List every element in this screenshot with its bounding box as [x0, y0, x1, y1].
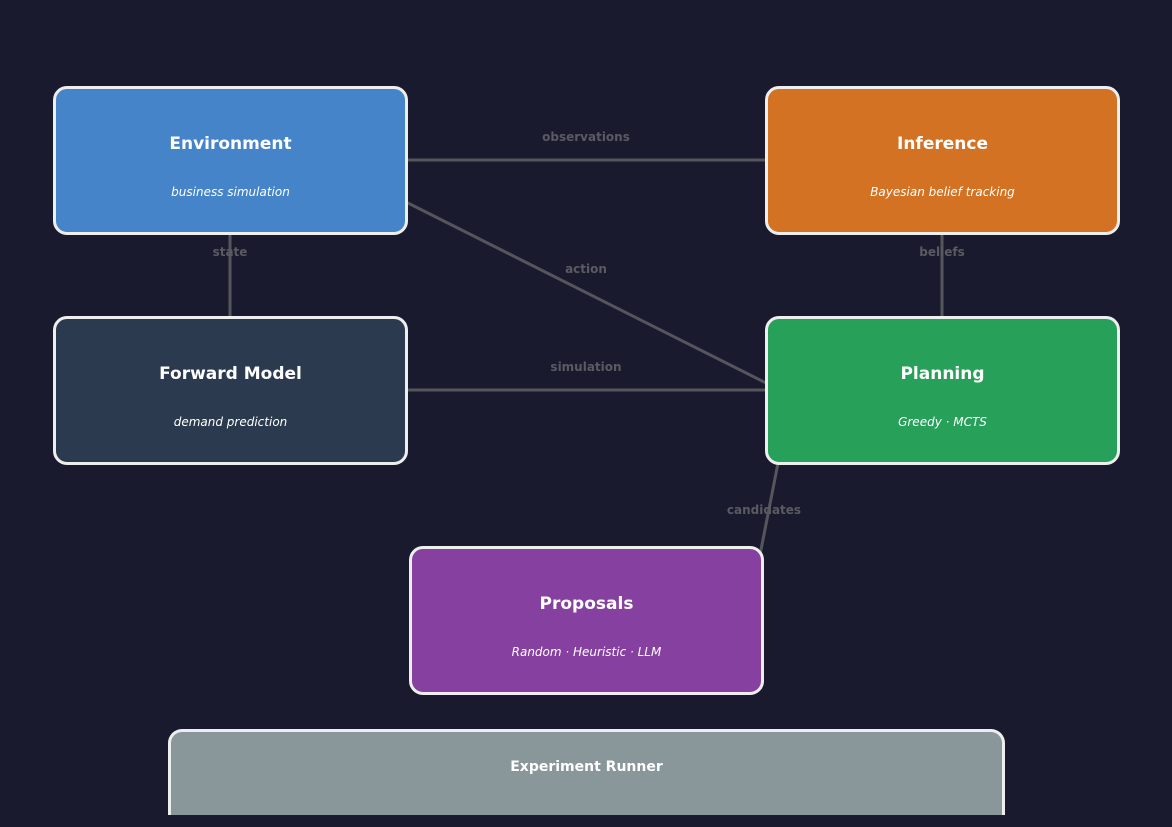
- bottom-edge-mask: [0, 815, 1172, 827]
- edge-action: [396, 197, 779, 391]
- node-subtitle: demand prediction: [173, 415, 288, 429]
- edge-label-state: state: [213, 245, 248, 259]
- node-title: Experiment Runner: [510, 759, 663, 775]
- node-experiment-runner: Experiment Runner: [168, 729, 1005, 827]
- node-title: Planning: [900, 364, 985, 384]
- edge-label-simulation: simulation: [550, 360, 621, 374]
- edge-label-beliefs: beliefs: [919, 245, 964, 259]
- edge-label-action: action: [565, 262, 607, 276]
- node-inference: Inference Bayesian belief tracking: [765, 86, 1120, 235]
- node-subtitle: business simulation: [171, 185, 290, 199]
- node-planning: Planning Greedy · MCTS: [765, 316, 1120, 465]
- node-forward-model: Forward Model demand prediction: [53, 316, 408, 465]
- node-title: Inference: [897, 134, 988, 154]
- edge-label-observations: observations: [542, 130, 630, 144]
- node-subtitle: Bayesian belief tracking: [870, 185, 1015, 199]
- edge-label-candidates: candidates: [727, 503, 801, 517]
- node-title: Environment: [169, 134, 292, 154]
- node-subtitle: Greedy · MCTS: [898, 415, 987, 429]
- node-title: Forward Model: [159, 364, 302, 384]
- node-subtitle: Random · Heuristic · LLM: [511, 645, 662, 659]
- node-title: Proposals: [539, 594, 634, 614]
- node-environment: Environment business simulation: [53, 86, 408, 235]
- node-proposals: Proposals Random · Heuristic · LLM: [409, 546, 764, 695]
